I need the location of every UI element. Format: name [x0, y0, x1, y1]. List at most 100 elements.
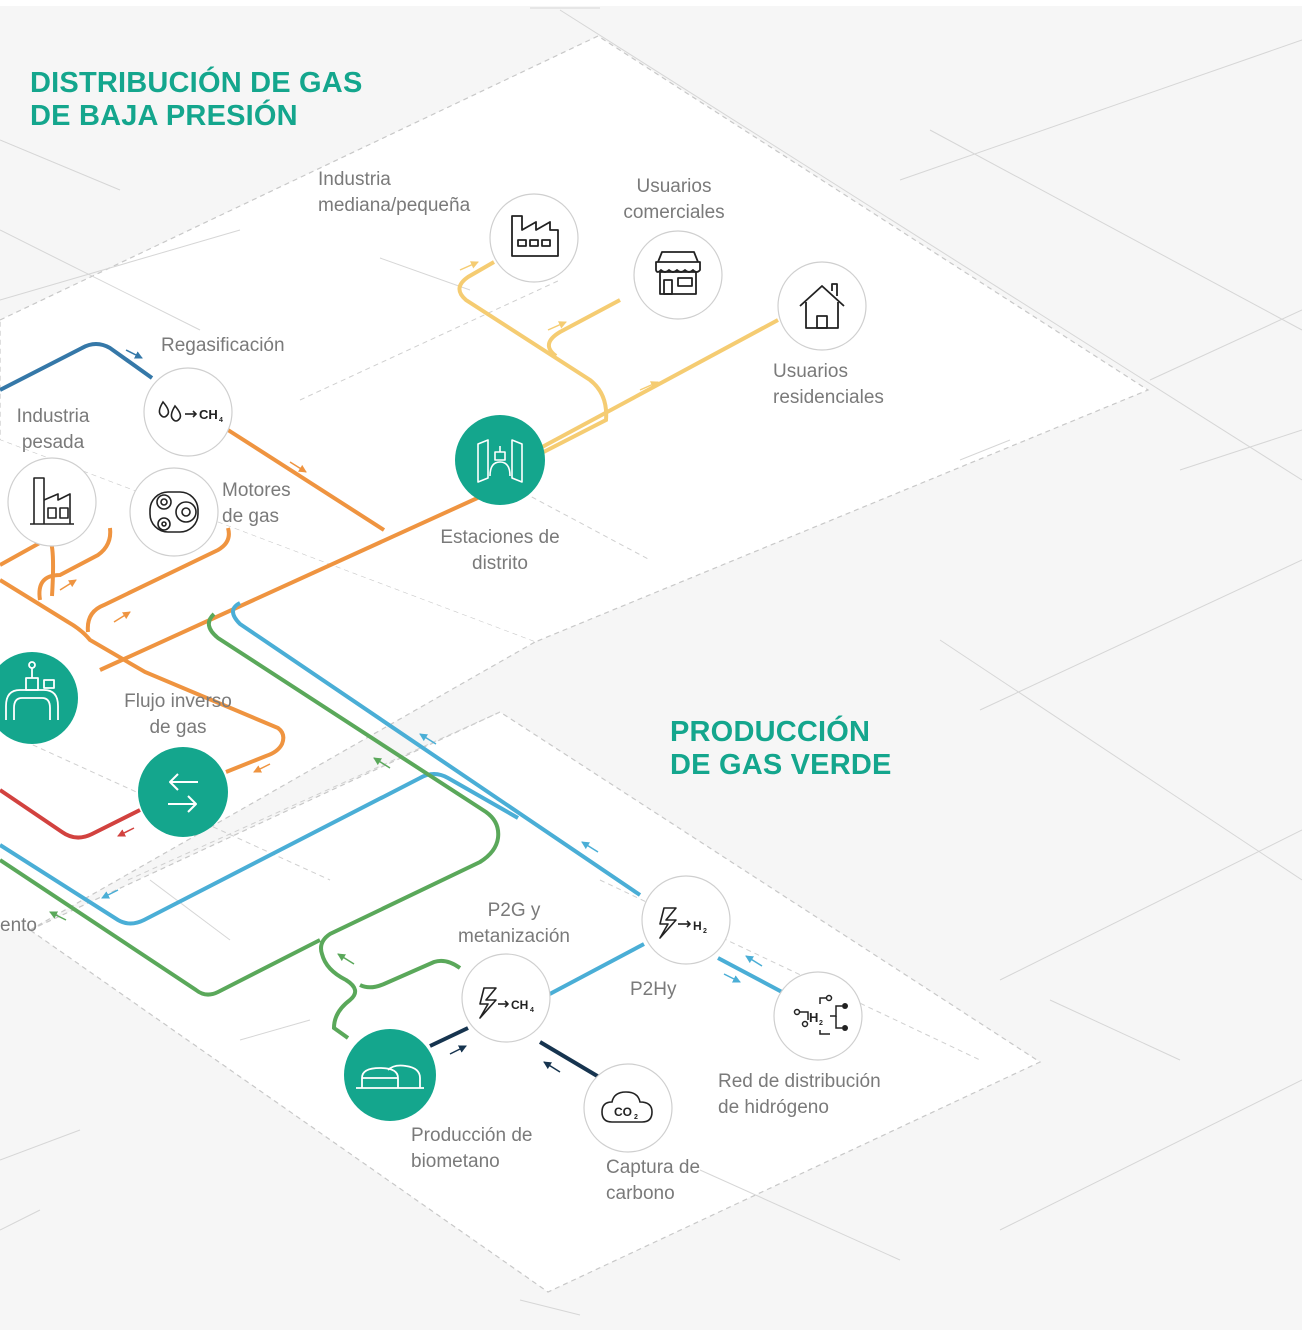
flow-arrow — [125, 349, 143, 359]
node-captura-carbono: CO 2 — [583, 1063, 673, 1153]
pipes-hydrogen — [0, 601, 783, 998]
flow-arrow — [449, 1045, 467, 1055]
node-flujo-inverso — [138, 747, 228, 837]
node-motores-gas — [129, 467, 219, 557]
regasification-icon — [158, 400, 198, 422]
label-usuarios-comerciales: Usuarios comerciales — [623, 174, 724, 226]
district-station-icon — [477, 439, 523, 483]
label-regasificacion: Regasificación — [161, 333, 285, 359]
label-line: mediana/pequeña — [318, 195, 471, 216]
svg-text:4: 4 — [219, 417, 223, 424]
label-line: Usuarios — [773, 361, 848, 382]
node-usuarios-comerciales — [633, 230, 723, 320]
node-estaciones-distrito — [455, 415, 545, 505]
flow-arrow — [639, 381, 659, 391]
label-line: Red de distribución — [718, 1071, 881, 1092]
hydrogen-network-icon — [793, 994, 842, 1035]
label-industria-pesada: Industria pesada — [17, 404, 90, 456]
label-p2hy: P2Hy — [630, 977, 676, 1003]
formula-text: CH — [199, 407, 218, 422]
label-line: biometano — [411, 1151, 500, 1172]
flow-arrow — [373, 757, 391, 769]
factory-icon — [511, 215, 559, 257]
label-line: Motores — [222, 480, 291, 501]
node-industria-pesada — [7, 457, 97, 547]
flow-arrow — [745, 955, 763, 967]
node-p2g: CH 4 — [461, 953, 551, 1043]
flow-arrow — [117, 827, 135, 837]
svg-text:4: 4 — [530, 1007, 534, 1014]
flow-arrow — [581, 841, 599, 853]
flow-arrow — [337, 953, 355, 965]
label-line: Regasificación — [161, 335, 285, 356]
label-line: de hidrógeno — [718, 1097, 829, 1118]
svg-text:2: 2 — [703, 928, 707, 935]
house-icon — [799, 283, 845, 329]
label-line: P2G y — [487, 900, 541, 921]
label-line: Usuarios — [636, 176, 712, 197]
flow-arrow — [49, 911, 67, 921]
heading-line: DE BAJA PRESIÓN — [30, 100, 298, 132]
plane-low-pressure — [0, 35, 1150, 643]
plane-medium-pressure — [0, 440, 536, 931]
label-line: Industria — [16, 406, 90, 427]
flow-arrow — [289, 461, 307, 473]
label-line: comerciales — [623, 202, 725, 223]
flow-arrow — [113, 611, 131, 623]
svg-text:CH: CH — [511, 998, 528, 1012]
label-almacenamiento: ento — [0, 913, 37, 939]
pressure-regulator-icon — [5, 661, 59, 720]
label-line: residenciales — [773, 387, 884, 408]
heading-low-pressure: DISTRIBUCIÓN DE GAS DE BAJA PRESIÓN — [30, 67, 363, 133]
label-red-hidrogeno: Red de distribución de hidrógeno — [718, 1069, 881, 1121]
pipe-lng — [0, 342, 154, 392]
shop-icon — [655, 251, 701, 295]
top-strip — [0, 0, 1302, 6]
label-usuarios-residenciales: Usuarios residenciales — [773, 359, 884, 411]
label-line: Captura de — [606, 1157, 701, 1178]
svg-text:2: 2 — [819, 1020, 823, 1027]
power-to-hydrogen-icon — [659, 907, 691, 939]
flow-arrow — [547, 321, 567, 331]
heading-line: DISTRIBUCIÓN DE GAS — [30, 67, 363, 99]
node-industria-mediana — [489, 193, 579, 283]
co2-cloud-icon — [601, 1091, 653, 1123]
label-line: Producción de — [411, 1125, 533, 1146]
heavy-industry-icon — [30, 477, 74, 525]
label-industria-mediana: Industria mediana/pequeña — [318, 167, 470, 219]
node-regulador — [0, 652, 78, 744]
label-line: Industria — [318, 169, 391, 190]
node-p2hy: H 2 — [641, 875, 731, 965]
label-biometano: Producción de biometano — [411, 1123, 532, 1175]
label-line: metanización — [458, 926, 570, 947]
pipes-low-pressure — [457, 260, 779, 462]
heading-green-gas: PRODUCCIÓN DE GAS VERDE — [670, 716, 892, 782]
label-flujo-inverso: Flujo inverso de gas — [124, 689, 232, 741]
heading-line: PRODUCCIÓN — [670, 716, 871, 748]
svg-text:H: H — [809, 1010, 818, 1025]
label-line: ento — [0, 915, 37, 936]
label-line: Flujo inverso — [124, 691, 232, 712]
pipes-co2 — [429, 1026, 606, 1082]
label-estaciones-distrito: Estaciones de distrito — [440, 525, 559, 577]
pipe-reverse-flow — [0, 788, 141, 840]
label-captura-carbono: Captura de carbono — [606, 1155, 700, 1207]
gas-engine-icon — [149, 491, 199, 533]
label-line: de gas — [149, 717, 207, 738]
flow-arrows — [49, 261, 763, 1073]
biomethane-tanks-icon — [356, 1064, 424, 1089]
flow-arrow — [543, 1061, 561, 1073]
reverse-flow-icon — [168, 773, 198, 813]
node-usuarios-residenciales — [777, 261, 867, 351]
label-line: P2Hy — [630, 979, 677, 1000]
flow-arrow — [101, 889, 119, 899]
label-p2g: P2G y metanización — [458, 898, 570, 950]
node-regasificacion: CH 4 — [143, 367, 233, 457]
label-line: pesada — [21, 432, 85, 453]
flow-arrow — [723, 973, 741, 983]
svg-text:2: 2 — [634, 1114, 638, 1121]
label-line: Estaciones de — [440, 527, 560, 548]
label-motores-gas: Motores de gas — [222, 478, 291, 530]
